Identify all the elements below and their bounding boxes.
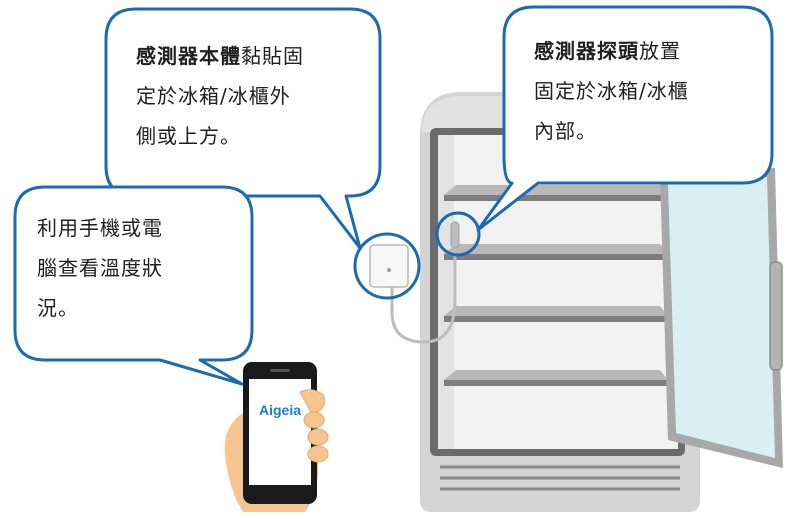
bubble-sensor-probe-line-1: 感測器探頭放置 xyxy=(534,31,689,71)
bubble-sensor-body-bold: 感測器本體 xyxy=(136,44,241,68)
bubble-sensor-probe-line-3: 內部。 xyxy=(534,119,597,143)
shelf-4 xyxy=(444,380,668,386)
shelf-2 xyxy=(444,254,668,260)
shelf-3 xyxy=(444,316,668,322)
bubble-sensor-probe-bold: 感測器探頭 xyxy=(534,39,639,63)
bubble-phone-view-line-2: 腦查看溫度狀 xyxy=(37,256,163,280)
sensor-indicator-light xyxy=(387,268,391,272)
bubble-phone-view-line-1: 利用手機或電 xyxy=(37,216,163,240)
shelf-2-top xyxy=(444,244,668,254)
bubble-sensor-body-line-2: 定於冰箱/冰櫃外 xyxy=(136,84,291,108)
shelf-1-top xyxy=(444,185,668,195)
bubble-sensor-probe-line-2: 固定於冰箱/冰櫃 xyxy=(534,79,689,103)
bubble-sensor-body-line-3: 側或上方。 xyxy=(136,124,241,148)
bubble-sensor-body-line-1: 感測器本體黏貼固 xyxy=(136,36,304,76)
fridge-vent xyxy=(440,465,680,491)
sensor-body-highlight xyxy=(353,232,421,300)
refrigerator xyxy=(420,92,783,512)
bubble-phone-view-line-3: 況。 xyxy=(37,296,79,320)
sensor-assembly xyxy=(353,211,481,344)
hand-fingers xyxy=(299,389,329,463)
sensor-probe-highlight xyxy=(435,211,481,257)
sensor-probe xyxy=(450,221,460,249)
phone-screen xyxy=(249,379,311,485)
bubble-sensor-body-line-1-rest: 黏貼固 xyxy=(241,44,304,68)
bubble-sensor-probe xyxy=(476,5,774,232)
fridge-shelves xyxy=(444,185,668,386)
shelf-3-top xyxy=(444,306,668,316)
phone-speaker xyxy=(270,369,290,372)
sensor-body xyxy=(369,244,409,288)
shelf-4-top xyxy=(444,370,668,380)
fridge-interior-side xyxy=(438,135,454,449)
bubble-phone-view-text: 利用手機或電 腦查看溫度狀 況。 xyxy=(37,208,163,328)
bubble-sensor-probe-shape xyxy=(476,5,774,232)
bubble-sensor-body-text: 感測器本體黏貼固 定於冰箱/冰櫃外 側或上方。 xyxy=(136,36,304,156)
phone-in-hand: Aigeia xyxy=(224,362,329,512)
shelf-1 xyxy=(444,195,668,201)
bubble-phone-view xyxy=(13,185,254,386)
bubble-sensor-probe-text: 感測器探頭放置 固定於冰箱/冰櫃 內部。 xyxy=(534,31,689,151)
door-glass xyxy=(668,177,775,458)
sensor-cable xyxy=(390,246,457,344)
door-handle xyxy=(769,261,783,371)
bubble-sensor-probe-line-1-rest: 放置 xyxy=(639,39,681,63)
bubble-phone-view-shape xyxy=(13,185,254,386)
app-name-label: Aigeia xyxy=(259,402,301,418)
fridge-door xyxy=(660,168,783,468)
